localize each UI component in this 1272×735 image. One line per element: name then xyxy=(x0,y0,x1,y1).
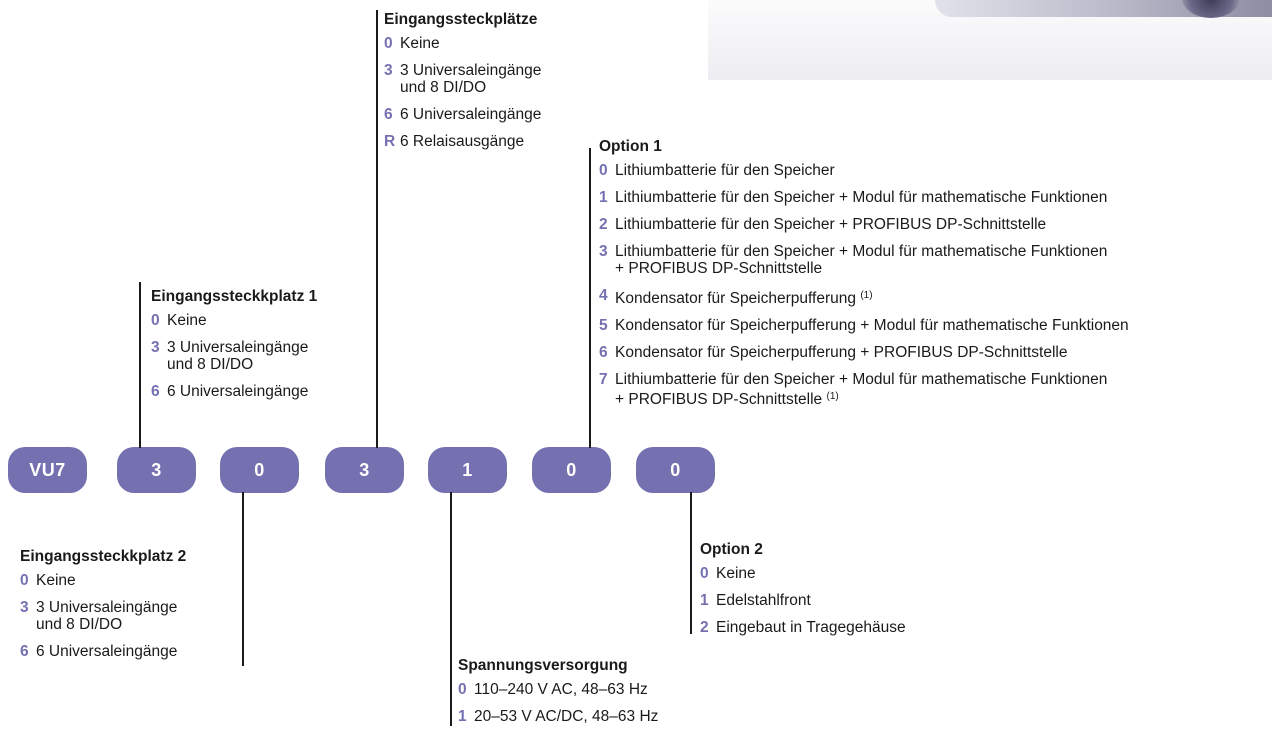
option-text: 6 Universaleingänge xyxy=(36,643,178,660)
option-row: 3 3 Universaleingänge und 8 DI/DO xyxy=(20,599,242,633)
option-row: 2 Lithiumbatterie für den Speicher + PROF… xyxy=(599,216,1269,233)
section-option2: Option 2 0 Keine 1 Edelstahlfront 2 Eingebaut … xyxy=(700,541,990,646)
option-text: Eingebaut in Tragegehäuse xyxy=(716,619,906,636)
section-slot2: Eingangssteckkplatz 2 0 Keine 3 3 Universale… xyxy=(20,548,242,670)
code-pill-slot1: 3 xyxy=(117,447,196,493)
option-text: Kondensator für Speicherpufferung + PROF… xyxy=(615,344,1068,361)
option-row: 6 6 Universaleingänge xyxy=(151,383,381,400)
section-title: Option 1 xyxy=(599,138,662,155)
option-row: 1 20–53 V AC/DC, 48–63 Hz xyxy=(458,708,718,725)
option-row: 0 Keine xyxy=(700,565,990,582)
option-row: 1 Lithiumbatterie für den Speicher + Modu… xyxy=(599,189,1269,206)
footnote-marker: (1) xyxy=(860,290,873,301)
connector-power xyxy=(450,492,452,726)
option-code: 0 xyxy=(700,565,709,582)
code-pill-slot2: 0 xyxy=(220,447,299,493)
option-text: Lithiumbatterie für den Speicher + Modul… xyxy=(615,371,1108,408)
connector-option1 xyxy=(589,148,591,448)
option-code: 6 xyxy=(599,344,608,361)
option-row: 2 Eingebaut in Tragegehäuse xyxy=(700,619,990,636)
option-code: 0 xyxy=(20,572,29,589)
option-row: 4 Kondensator für Speicherpufferung (1) xyxy=(599,287,1269,307)
code-pill-power: 1 xyxy=(428,447,507,493)
option-code: 5 xyxy=(599,317,608,334)
section-title: Eingangssteckkplatz 1 xyxy=(151,288,318,305)
option-text: Keine xyxy=(36,572,76,589)
option-row: 3 Lithiumbatterie für den Speicher + Modu… xyxy=(599,243,1269,277)
option-text: Kondensator für Speicherpufferung + Modu… xyxy=(615,317,1129,334)
option-text: 6 Universaleingänge xyxy=(167,383,309,400)
option-row: 0 Keine xyxy=(384,35,594,52)
section-slots: Eingangssteckplätze 0 Keine 3 3 Universalein… xyxy=(384,11,594,160)
option-text: 6 Relaisausgänge xyxy=(400,133,525,150)
option-text: Keine xyxy=(400,35,440,52)
option-text: 3 Universaleingänge und 8 DI/DO xyxy=(400,62,542,96)
option-row: 6 Kondensator für Speicherpufferung + PRO… xyxy=(599,344,1269,361)
option-code: 2 xyxy=(599,216,608,233)
option-code: 6 xyxy=(384,106,393,123)
code-pill-option2: 0 xyxy=(636,447,715,493)
option-code: 3 xyxy=(20,599,29,616)
option-row: 3 3 Universaleingänge und 8 DI/DO xyxy=(384,62,594,96)
option-text: Lithiumbatterie für den Speicher + Modul… xyxy=(615,243,1108,277)
code-pill-slots: 3 xyxy=(325,447,404,493)
option-code: 7 xyxy=(599,371,608,388)
option-code: 4 xyxy=(599,287,608,304)
option-text: Lithiumbatterie für den Speicher + PROFI… xyxy=(615,216,1047,233)
option-row: 0 Keine xyxy=(20,572,242,589)
code-pill-option1: 0 xyxy=(532,447,611,493)
connector-slot2 xyxy=(242,492,244,666)
option-row: 0 Keine xyxy=(151,312,381,329)
option-code: 1 xyxy=(599,189,608,206)
option-row: 1 Edelstahlfront xyxy=(700,592,990,609)
section-title: Option 2 xyxy=(700,541,763,558)
option-text: Lithiumbatterie für den Speicher xyxy=(615,162,835,179)
section-title: Eingangssteckplätze xyxy=(384,11,538,28)
option-row: 5 Kondensator für Speicherpufferung + Mod… xyxy=(599,317,1269,334)
option-row: 0 110–240 V AC, 48–63 Hz xyxy=(458,681,718,698)
option-code: 3 xyxy=(384,62,393,79)
option-code: 3 xyxy=(599,243,608,260)
option-text: 110–240 V AC, 48–63 Hz xyxy=(474,681,648,698)
option-code: 0 xyxy=(599,162,608,179)
connector-option2 xyxy=(690,492,692,634)
option-row: 7 Lithiumbatterie für den Speicher + Modu… xyxy=(599,371,1269,408)
option-text: 3 Universaleingänge und 8 DI/DO xyxy=(36,599,178,633)
option-row: 3 3 Universaleingänge und 8 DI/DO xyxy=(151,339,381,373)
option-row: 6 6 Universaleingänge xyxy=(20,643,242,660)
option-text: Keine xyxy=(167,312,207,329)
option-text: Keine xyxy=(716,565,756,582)
option-text: Kondensator für Speicherpufferung xyxy=(615,290,856,307)
device-knob-image xyxy=(1182,0,1240,18)
option-code: R xyxy=(384,133,396,150)
option-code: 1 xyxy=(458,708,467,725)
option-code: 0 xyxy=(151,312,160,329)
code-pill-model: VU7 xyxy=(8,447,87,493)
option-code: 3 xyxy=(151,339,160,356)
option-code: 6 xyxy=(151,383,160,400)
connector-slots xyxy=(376,10,378,448)
option-text: Lithiumbatterie für den Speicher + Modul… xyxy=(615,189,1108,206)
option-text: 3 Universaleingänge und 8 DI/DO xyxy=(167,339,309,373)
section-title: Eingangssteckkplatz 2 xyxy=(20,548,187,565)
option-code: 6 xyxy=(20,643,29,660)
option-code: 0 xyxy=(458,681,467,698)
option-text: 20–53 V AC/DC, 48–63 Hz xyxy=(474,708,659,725)
section-title: Spannungsversorgung xyxy=(458,657,628,674)
option-code: 1 xyxy=(700,592,709,609)
section-slot1: Eingangssteckkplatz 1 0 Keine 3 3 Universale… xyxy=(151,288,381,410)
option-text: 6 Universaleingänge xyxy=(400,106,542,123)
connector-slot1 xyxy=(139,282,141,448)
option-text: Edelstahlfront xyxy=(716,592,811,609)
section-power: Spannungsversorgung 0 110–240 V AC, 48–63 … xyxy=(458,657,718,735)
option-row: 0 Lithiumbatterie für den Speicher xyxy=(599,162,1269,179)
footnote-marker: (1) xyxy=(826,391,839,402)
option-code: 0 xyxy=(384,35,393,52)
option-row: 6 6 Universaleingänge xyxy=(384,106,594,123)
option-code: 2 xyxy=(700,619,709,636)
